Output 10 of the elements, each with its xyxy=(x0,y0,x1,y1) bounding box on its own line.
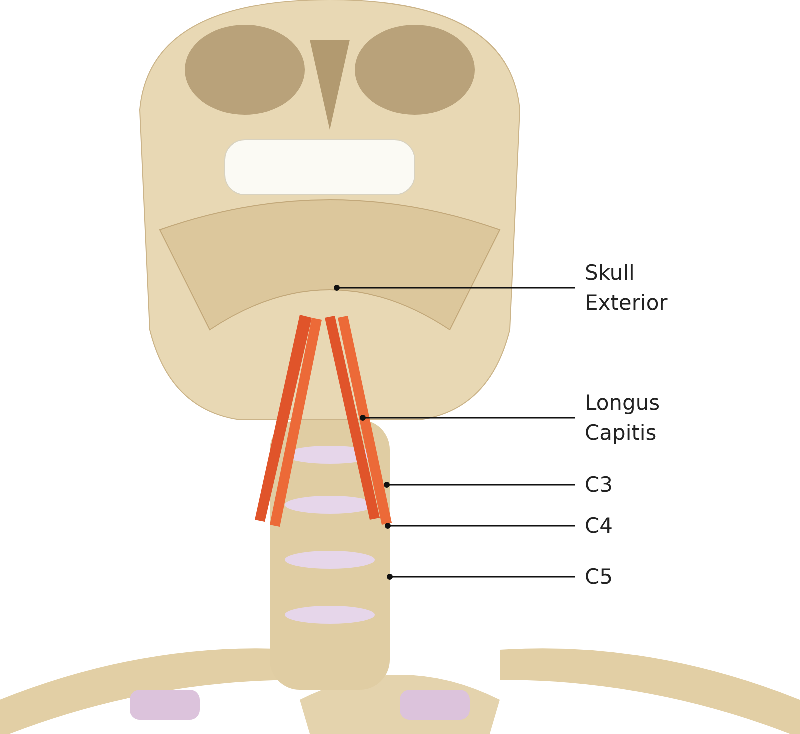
leader-line xyxy=(334,285,575,291)
leader-line xyxy=(387,574,575,580)
part-label: Skull Exterior xyxy=(585,258,715,318)
leader-line xyxy=(385,523,575,529)
leader-line xyxy=(360,415,575,421)
part-label: Longus Capitis xyxy=(585,388,715,448)
part-label: C3 xyxy=(585,470,715,500)
part-label: C5 xyxy=(585,562,715,592)
part-label: C4 xyxy=(585,511,715,541)
leader-line xyxy=(384,482,575,488)
